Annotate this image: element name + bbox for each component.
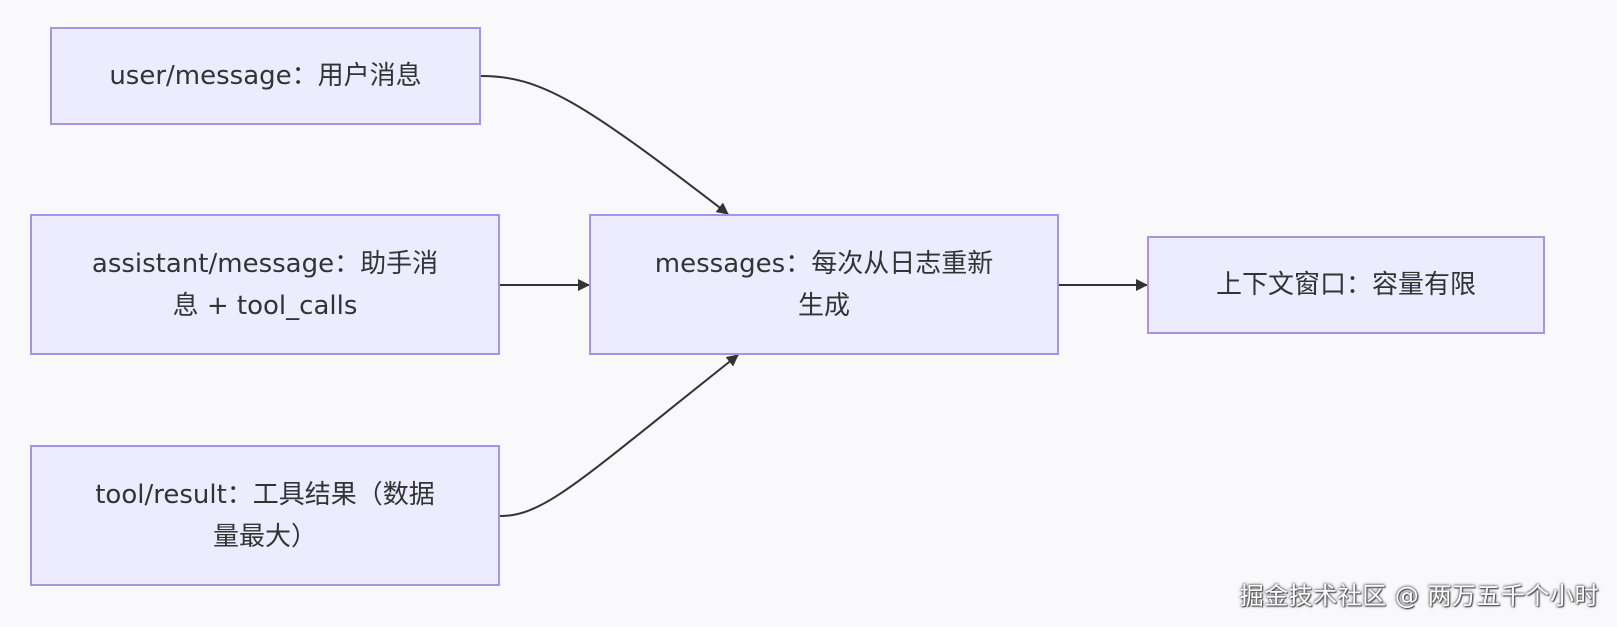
node-user-message-label: user/message：用户消息: [109, 61, 422, 91]
node-assistant-message-label: assistant/message：助手消息 + tool_calls: [91, 248, 439, 321]
node-tool-result-label: tool/result：工具结果（数据量最大）: [95, 479, 435, 552]
node-messages-label: messages：每次从日志重新生成: [654, 248, 994, 321]
edge-tool-to-messages: [499, 354, 739, 517]
node-context-window-label: 上下文窗口：容量有限: [1215, 270, 1476, 300]
node-user-message: user/message：用户消息: [50, 27, 481, 125]
node-messages: messages：每次从日志重新生成: [589, 214, 1059, 355]
edge-user-to-messages: [480, 75, 729, 215]
watermark: 掘金技术社区 @ 两万五千个小时: [1239, 582, 1599, 610]
node-assistant-message: assistant/message：助手消息 + tool_calls: [30, 214, 500, 355]
node-context-window: 上下文窗口：容量有限: [1147, 236, 1545, 334]
node-tool-result: tool/result：工具结果（数据量最大）: [30, 445, 500, 586]
